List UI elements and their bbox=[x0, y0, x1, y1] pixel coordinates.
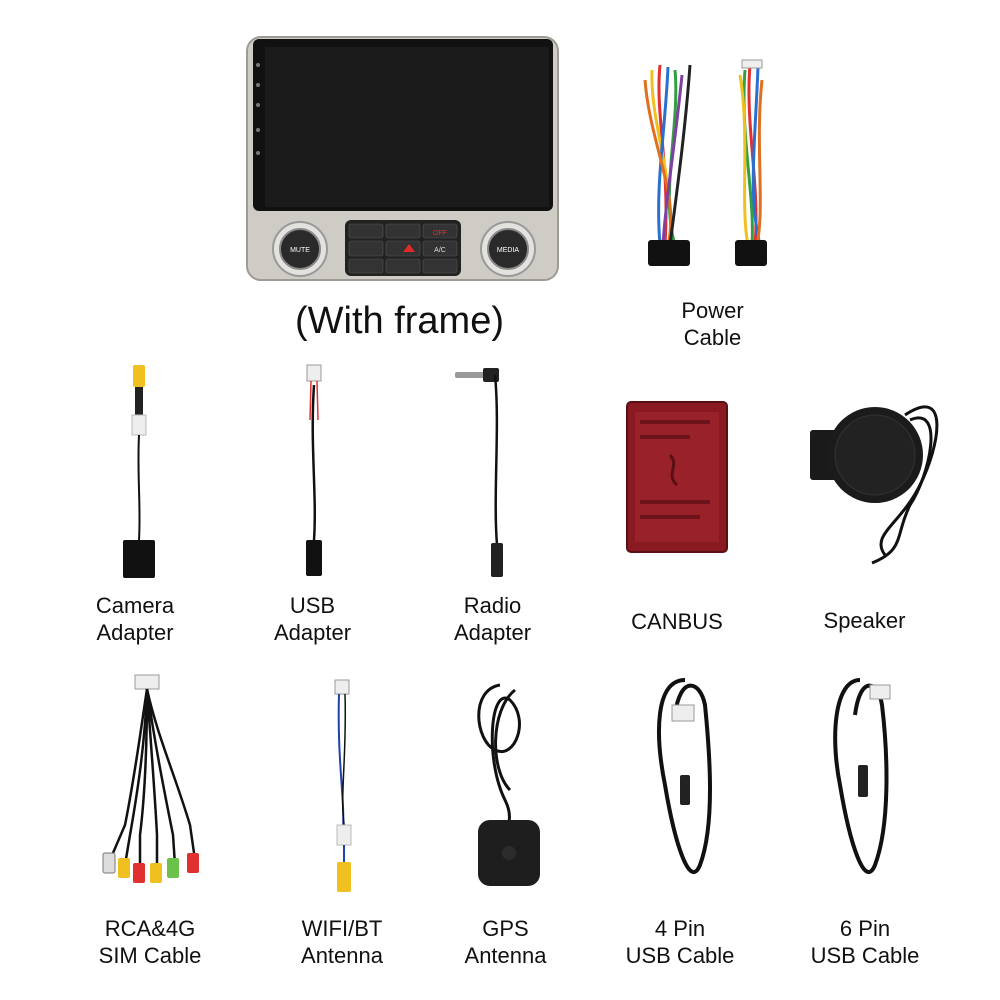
power-cable-image bbox=[643, 59, 767, 266]
head-unit-image: OFF A/C MUTE MEDIA bbox=[246, 36, 559, 281]
usb-6pin-cable-label: 6 Pin USB Cable bbox=[810, 916, 920, 968]
canbus-box-image bbox=[626, 401, 728, 553]
radio-adapter-label: Radio Adapter bbox=[453, 593, 532, 645]
wifi-bt-antenna-label: WIFI/BT Antenna bbox=[301, 916, 383, 968]
usb-4pin-cable-image bbox=[657, 678, 712, 874]
usb-adapter-label: USB Adapter bbox=[273, 593, 352, 645]
power-cable-label: Power Cable bbox=[681, 298, 744, 350]
usb-4pin-cable-label: 4 Pin USB Cable bbox=[625, 916, 735, 968]
rca-sim-cable-label: RCA&4G SIM Cable bbox=[98, 916, 202, 968]
speaker-image bbox=[810, 405, 939, 565]
gps-antenna-label: GPS Antenna bbox=[464, 916, 547, 968]
radio-adapter-image bbox=[455, 368, 503, 577]
usb-6pin-cable-image bbox=[833, 678, 891, 874]
off-label: OFF bbox=[433, 230, 447, 237]
media-label: MEDIA bbox=[497, 247, 520, 254]
canbus-label: CANBUS bbox=[631, 609, 723, 634]
camera-adapter-label: Camera Adapter bbox=[95, 593, 175, 645]
rca-sim-cable-image bbox=[102, 674, 199, 883]
mute-label: MUTE bbox=[290, 247, 310, 254]
gps-antenna-image bbox=[477, 683, 540, 886]
speaker-label: Speaker bbox=[823, 608, 906, 633]
ac-label: A/C bbox=[434, 247, 446, 254]
usb-adapter-image bbox=[306, 364, 322, 576]
wifi-bt-antenna-image bbox=[334, 679, 352, 892]
head-unit-caption: (With frame) bbox=[295, 300, 504, 342]
camera-adapter-image bbox=[123, 365, 155, 578]
